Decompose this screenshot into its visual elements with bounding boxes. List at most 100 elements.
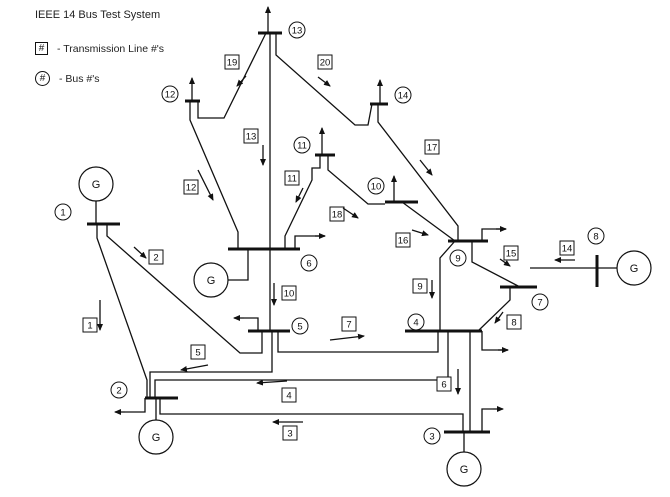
line-15-flow-arrow (499, 258, 511, 267)
line-7-label: 7 (346, 320, 351, 331)
bus-5-label: 5 (297, 322, 302, 333)
line-20-box (317, 54, 333, 70)
line-13-box (243, 128, 259, 144)
line-12-label: 12 (186, 183, 197, 194)
bus-1-label: 1 (60, 208, 65, 219)
line-20-wire (275, 33, 373, 126)
line-16-label: 16 (398, 236, 409, 247)
line-2-label: 2 (153, 253, 158, 264)
line-16-box (395, 232, 411, 248)
line-2-box (148, 249, 164, 265)
generator-bus-2-label: G (152, 432, 161, 444)
line-8-box (506, 314, 522, 330)
line-9-box (412, 278, 428, 294)
bus-4-circle (407, 313, 425, 331)
line-18-label: 18 (332, 210, 343, 221)
line-18-flow-arrow (342, 207, 359, 219)
line-4-flow-arrow (256, 379, 288, 386)
line-5-label: 5 (195, 348, 200, 359)
bus-8-label: 8 (593, 232, 598, 243)
bus-13-circle (288, 21, 306, 39)
bus-13-label: 13 (292, 26, 303, 37)
bus-3-circle (423, 427, 441, 445)
bus-3-label: 3 (429, 432, 434, 443)
load-bus-9-wire (481, 228, 506, 241)
generator-bus-3 (446, 451, 482, 487)
line-16-flow-arrow (411, 229, 429, 237)
load-bus-6-wire (294, 235, 325, 249)
line-17-wire (377, 104, 459, 241)
generator-bus-1-label: G (92, 179, 101, 191)
load-bus-4-wire (481, 331, 508, 351)
line-12-flow-arrow (197, 169, 214, 201)
line-2-wire (106, 224, 263, 354)
line-4-box (281, 387, 297, 403)
bus-8-circle (587, 227, 605, 245)
line-9-wire (439, 240, 456, 331)
bus-4-label: 4 (413, 318, 418, 329)
bus-5-circle (291, 317, 309, 335)
generator-bus-8 (616, 250, 652, 286)
legend-bus-circle: # (35, 71, 50, 86)
line-19-label: 19 (227, 58, 238, 69)
line-20-label: 20 (320, 58, 331, 69)
line-1-label: 1 (87, 321, 92, 332)
load-bus-3-wire (481, 408, 493, 432)
bus-11-circle (293, 136, 311, 154)
line-7-flow-arrow (329, 333, 365, 341)
generator-bus-6-lead (228, 249, 249, 281)
load-bus-2-wire (125, 398, 146, 413)
line-5-wire (149, 331, 273, 398)
line-19-wire (197, 32, 267, 119)
line-8-flow-arrow (494, 311, 504, 324)
bus-12-circle (161, 85, 179, 103)
bus-1-circle (54, 203, 72, 221)
network-wiring (87, 31, 617, 452)
generator-bus-6 (193, 262, 229, 298)
line-2-flow-arrow (133, 246, 147, 259)
line-11-flow-arrow (295, 187, 304, 203)
line-5-box (190, 344, 206, 360)
line-19-flow-arrow (236, 75, 247, 87)
line-18-box (329, 206, 345, 222)
line-4-label: 4 (286, 391, 291, 402)
line-5-flow-arrow (180, 364, 209, 372)
bus-7-circle (531, 293, 549, 311)
bus-2-circle (110, 381, 128, 399)
line-6-label: 6 (441, 380, 446, 391)
line-11-wire (284, 155, 321, 249)
line-4-wire (154, 331, 449, 398)
line-3-label: 3 (287, 429, 292, 440)
bus-10-label: 10 (371, 182, 382, 193)
line-20-flow-arrow (317, 76, 331, 87)
line-17-flow-arrow (419, 159, 433, 176)
bus-10-circle (367, 177, 385, 195)
diagram-title: IEEE 14 Bus Test System (35, 9, 161, 21)
line-19-box (224, 54, 240, 70)
line-14-box (559, 240, 575, 256)
line-7-wire (277, 331, 439, 353)
line-11-label: 11 (287, 174, 297, 185)
line-3-wire (159, 398, 464, 432)
line-17-box (424, 139, 440, 155)
line-6-box (436, 376, 452, 392)
generator-bus-3-label: G (460, 464, 469, 476)
legend-line-text: - Transmission Line #'s (57, 42, 165, 55)
load-bus-5-wire (244, 317, 259, 331)
line-15-box (503, 245, 519, 261)
bus-7-label: 7 (537, 298, 542, 309)
line-13-label: 13 (246, 132, 257, 143)
bus-2-label: 2 (116, 386, 121, 397)
line-15-wire (471, 241, 521, 288)
bus-12-label: 12 (165, 90, 176, 101)
line-10-box (281, 285, 297, 301)
line-9-label: 9 (417, 282, 422, 293)
legend-line-box: # (35, 42, 48, 55)
legend-bus-text: - Bus #'s (59, 72, 100, 85)
generator-bus-2 (138, 419, 174, 455)
legend-transmission-line: # - Transmission Line #'s (35, 42, 164, 55)
line-12-box (183, 179, 199, 195)
bus-9-circle (449, 249, 467, 267)
line-12-wire (189, 101, 239, 249)
line-17-label: 17 (427, 143, 438, 154)
